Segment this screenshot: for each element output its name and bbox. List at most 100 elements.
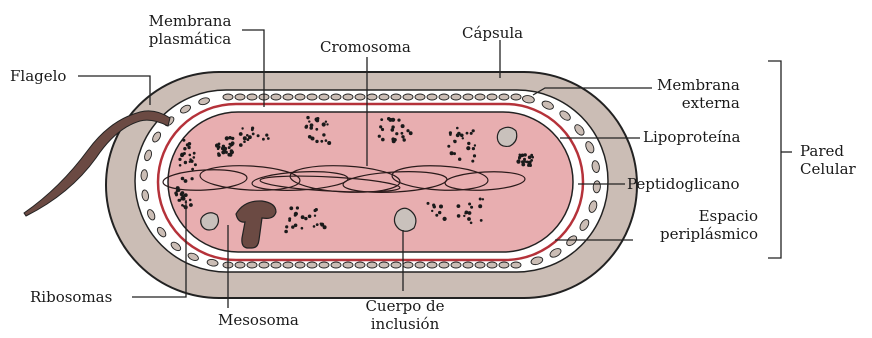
ribosome-dot [189,158,192,161]
lipoprotein-bead [463,262,473,268]
lipoprotein-bead [283,262,293,268]
lipoprotein-bead [355,262,365,268]
ribosome-dot [460,134,464,138]
ribosome-dot [322,122,326,126]
ribosome-dot [401,124,405,128]
lipoprotein-bead [379,262,389,268]
ribosome-dot [228,136,231,139]
lipoprotein-bead [475,94,485,100]
lipoprotein-bead [295,262,305,268]
lipoprotein-bead [319,94,329,100]
ribosome-dot [403,138,406,141]
ribosome-dot [470,132,473,135]
ribosome-dot [401,135,404,138]
lipoprotein-bead [391,94,401,100]
inclusion-body [201,213,219,230]
ribosome-dot [305,125,308,128]
label-cuerpo-de-inclusion-line1: Cuerpo de [360,297,450,315]
label-cromosoma-text: Cromosoma [320,38,411,56]
lipoprotein-bead [451,94,461,100]
label-ribosomas-text: Ribosomas [30,288,112,306]
label-membrana-plasmatica-line2: plasmática [138,30,242,48]
ribosome-dot [463,215,465,217]
ribosome-dot [472,129,475,132]
lipoprotein-bead [391,262,401,268]
ribosome-dot [523,154,526,157]
ribosome-dot [449,133,452,136]
ribosome-dot [301,227,304,230]
lipoprotein-bead [247,262,257,268]
ribosome-dot [391,118,395,122]
lipoprotein-bead [331,262,341,268]
ribosome-dot [320,140,323,143]
leader-flagelo [78,76,150,105]
ribosome-dot [391,137,395,141]
lipoprotein-bead [439,94,449,100]
lipoprotein-bead [343,262,353,268]
ribosome-dot [215,144,219,148]
ribosome-dot [184,179,188,183]
ribosome-dot [183,147,186,150]
ribosome-dot [516,160,520,164]
ribosome-dot [257,134,260,137]
ribosome-dot [285,225,288,228]
ribosome-dot [462,137,464,139]
ribosome-dot [464,212,466,214]
ribosome-dot [320,223,322,225]
ribosome-dot [308,135,312,139]
ribosome-dot [251,128,254,131]
ribosome-dot [530,154,533,157]
ribosome-dot [322,133,325,136]
ribosome-dot [409,133,412,136]
lipoprotein-bead [463,94,473,100]
ribosome-dot [248,135,252,139]
ribosome-dot [427,202,430,205]
ribosome-dot [467,217,471,221]
lipoprotein-bead [319,262,329,268]
ribosome-dot [401,132,404,135]
lipoprotein-bead [235,94,245,100]
ribosome-dot [527,165,529,167]
label-flagelo-text: Flagelo [10,67,66,85]
lipoprotein-bead [247,94,257,100]
ribosome-dot [176,189,179,192]
ribosome-dot [241,127,243,129]
ribosome-dot [194,163,197,166]
ribosome-dot [466,132,469,135]
ribosome-dot [189,203,193,207]
label-capsula: Cápsula [462,24,523,42]
ribosome-dot [294,212,298,216]
ribosome-dot [470,206,473,209]
lipoprotein-bead [415,94,425,100]
ribosome-dot [457,204,461,208]
ribosome-dot [447,145,450,148]
ribosome-dot [395,132,398,135]
lipoprotein-bead [511,262,521,268]
ribosome-dot [239,143,243,147]
label-flagelo: Flagelo [10,67,66,85]
lipoprotein-bead [367,94,377,100]
label-lipoproteina: Lipoproteína [643,128,741,146]
ribosome-dot [178,158,181,161]
ribosome-dot [326,123,328,125]
ribosome-dot [252,133,255,136]
ribosome-dot [467,142,470,145]
lipoprotein-bead [295,94,305,100]
ribosome-dot [225,136,229,140]
ribosome-dot [288,219,291,222]
ribosome-dot [181,177,185,181]
ribosome-dot [243,136,247,140]
ribosome-dot [314,215,316,217]
lipoprotein-bead [343,94,353,100]
ribosome-dot [223,147,227,151]
lipoprotein-bead [259,262,269,268]
ribosome-dot [182,139,185,142]
ribosome-dot [184,161,187,164]
ribosome-dot [184,193,188,197]
label-capsula-text: Cápsula [462,24,523,42]
ribosome-dot [178,199,181,202]
ribosome-dot [181,204,184,207]
lipoprotein-bead [283,94,293,100]
lipoprotein-bead [511,94,521,100]
